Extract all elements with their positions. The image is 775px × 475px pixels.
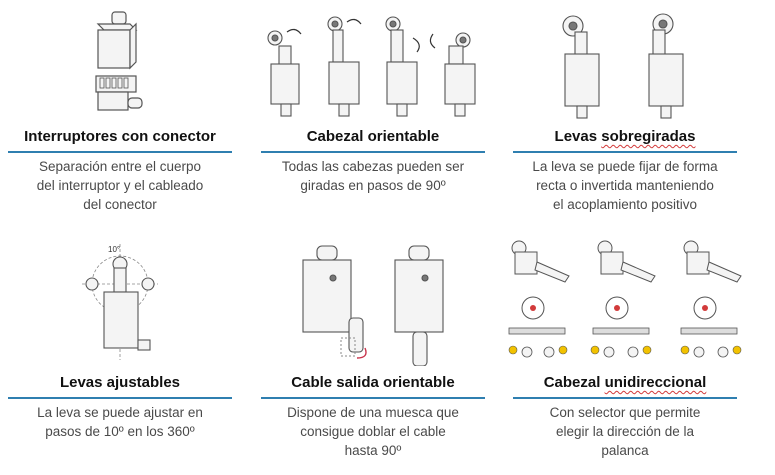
feature-description: La leva se puede fijar de forma recta o … xyxy=(532,159,718,212)
title-divider xyxy=(513,151,737,153)
feature-description: Todas las cabezas pueden ser giradas en … xyxy=(281,159,465,193)
feature-description: La leva se puede ajustar en pasos de 10º… xyxy=(37,405,203,439)
feature-rotatable-head: Cabezal orientable Todas las cabezas pue… xyxy=(253,8,493,218)
cable-outlet-illustration xyxy=(253,240,493,366)
feature-unidirectional-head: Cabezal unidireccional Con selector que … xyxy=(505,240,745,465)
feature-title: Cabezal unidireccional xyxy=(543,374,707,391)
feature-title: Cable salida orientable xyxy=(291,374,455,391)
feature-title: Levas sobregiradas xyxy=(554,128,696,145)
overrotated-levers-illustration xyxy=(505,8,745,126)
feature-adjustable-levers: 10° Levas ajustables La leva se puede aj… xyxy=(0,240,240,465)
connector-switch-illustration xyxy=(0,8,240,126)
feature-description: Separación entre el cuerpo del interrupt… xyxy=(36,159,204,212)
feature-description: Dispone de una muesca que consigue dobla… xyxy=(287,405,459,458)
title-divider xyxy=(261,151,485,153)
feature-connector: Interruptores con conector Separación en… xyxy=(0,8,240,218)
title-divider xyxy=(8,151,232,153)
feature-title: Interruptores con conector xyxy=(24,128,216,145)
feature-cable-outlet: Cable salida orientable Dispone de una m… xyxy=(253,240,493,465)
feature-description: Con selector que permite elegir la direc… xyxy=(549,405,701,458)
angle-label: 10° xyxy=(108,245,120,254)
rotatable-head-illustration xyxy=(253,8,493,126)
feature-title: Levas ajustables xyxy=(59,374,181,391)
title-divider xyxy=(8,397,232,399)
unidirectional-head-illustration xyxy=(505,240,745,366)
feature-title: Cabezal orientable xyxy=(306,128,440,145)
feature-overrotated-levers: Levas sobregiradas La leva se puede fija… xyxy=(505,8,745,218)
title-divider xyxy=(513,397,737,399)
adjustable-levers-illustration: 10° xyxy=(0,240,240,366)
title-divider xyxy=(261,397,485,399)
